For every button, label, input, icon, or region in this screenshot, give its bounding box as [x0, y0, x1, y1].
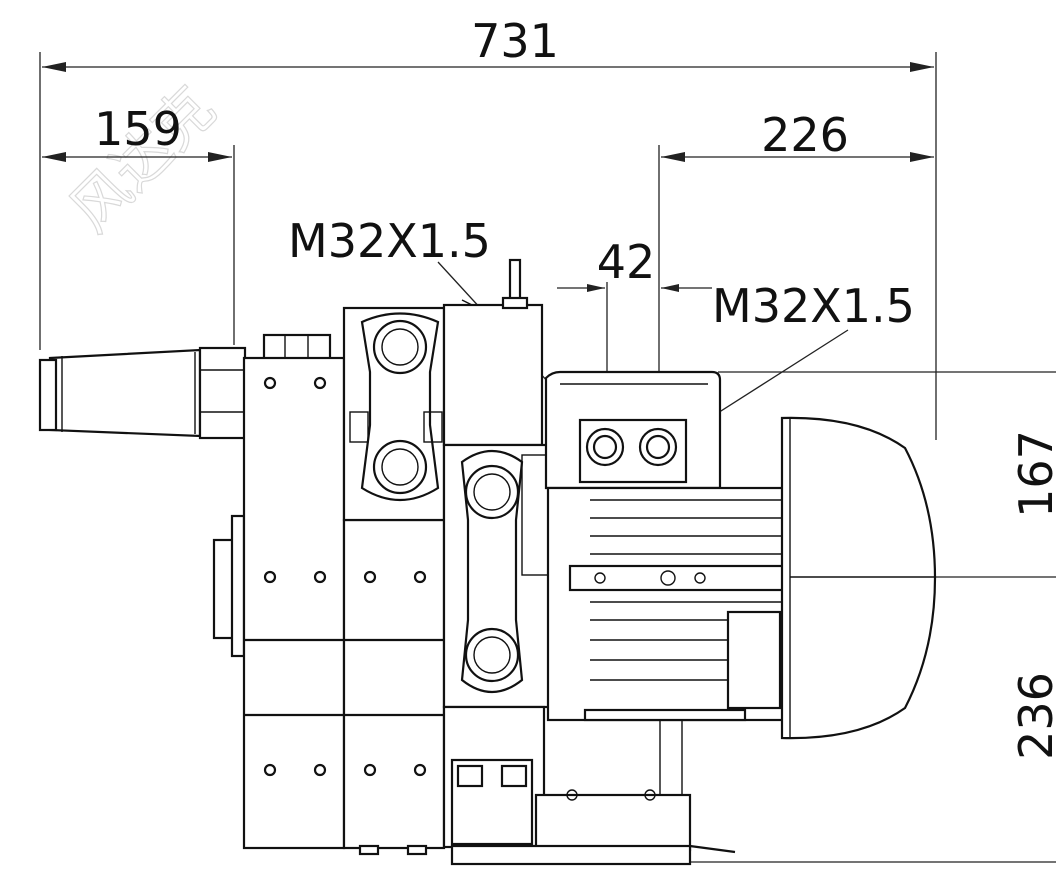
- dim-731-label: 731: [471, 14, 559, 68]
- base-feet: [442, 705, 736, 866]
- dim-226-label: 226: [761, 108, 849, 162]
- watermark: 风达克: [57, 74, 228, 245]
- left-housing: [242, 356, 446, 856]
- dimension-226: 226: [658, 108, 934, 420]
- dimension-159: 159: [42, 102, 235, 345]
- inlet-thread-callout: M32X1.5: [288, 214, 595, 433]
- upper-manifold: [342, 258, 544, 522]
- outlet-port-circle: [638, 427, 678, 467]
- dim-167-label: 167: [1009, 430, 1056, 518]
- terminal-box: [544, 370, 722, 490]
- outlet-thread-label: M32X1.5: [712, 279, 915, 333]
- outlet-thread-callout: M32X1.5: [687, 279, 915, 433]
- inlet-port-circle: [585, 427, 625, 467]
- dim-236-label: 236: [1009, 672, 1056, 760]
- dim-159-label: 159: [94, 102, 182, 156]
- dimension-236: 236: [690, 672, 1056, 863]
- side-plate: [212, 514, 246, 658]
- dimension-731: 731: [39, 14, 937, 440]
- housing-bolts: [263, 376, 427, 777]
- inlet-thread-label: M32X1.5: [288, 214, 491, 268]
- dim-42-label: 42: [597, 235, 656, 289]
- dimension-167: 167: [718, 371, 1056, 578]
- motor-body: [546, 486, 796, 722]
- blower-drawing: [38, 258, 937, 866]
- lower-manifold: [442, 443, 556, 709]
- left-cylinder: [38, 333, 332, 440]
- fan-cover: [780, 416, 937, 740]
